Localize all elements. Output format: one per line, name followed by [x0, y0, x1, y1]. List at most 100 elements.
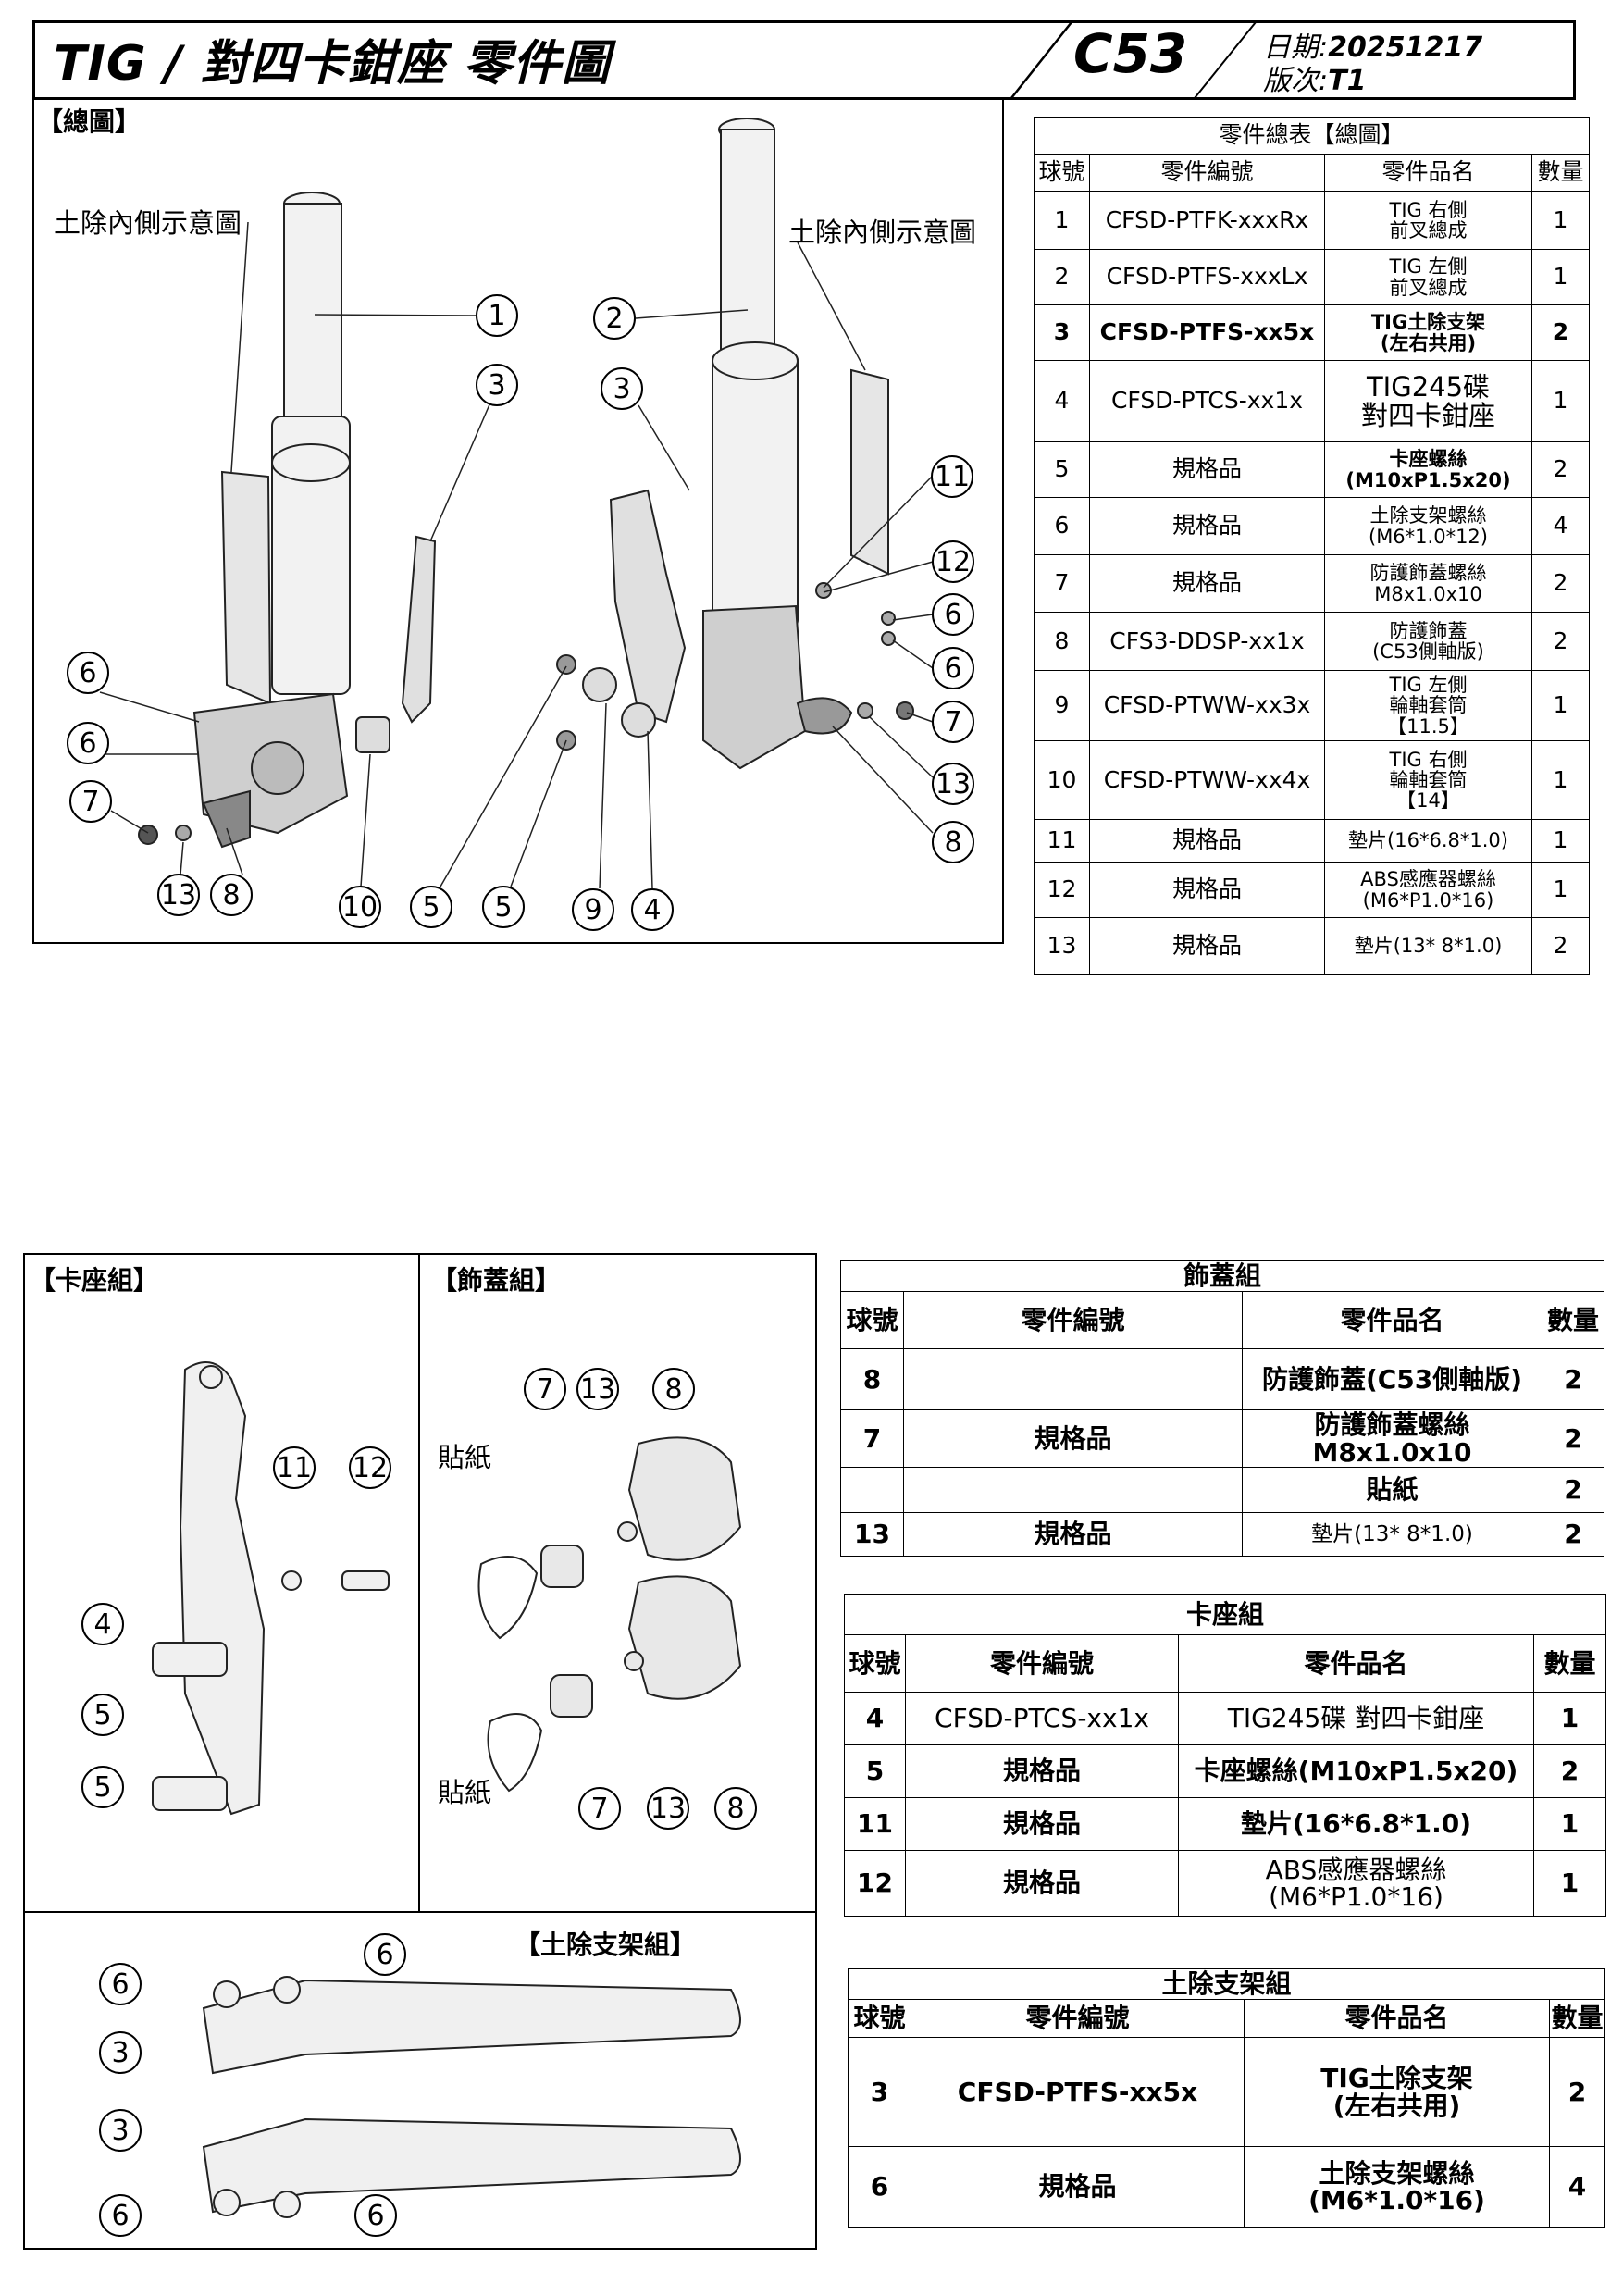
part-name: 墊片(13* 8*1.0)	[1324, 917, 1532, 975]
quantity: 1	[1530, 249, 1591, 305]
callout-bubble	[476, 294, 518, 337]
callout-number: 6	[79, 657, 96, 689]
callout-number: 7	[590, 1793, 608, 1825]
part-code: CFSD-PTFS-xxxLx	[1089, 249, 1325, 305]
callout-bubble	[99, 1963, 142, 2005]
part-code	[903, 1348, 1243, 1410]
callout-bubble	[524, 1368, 566, 1410]
fender-bracket-drawing	[202, 1976, 741, 2218]
model-code: C53	[1073, 22, 1188, 85]
callout-number: 1	[488, 300, 505, 332]
part-code: 規格品	[1089, 497, 1325, 555]
callout-bubble	[647, 1787, 689, 1830]
callout-number: 11	[277, 1452, 312, 1484]
quantity: 2	[1530, 441, 1591, 498]
title-divider	[1010, 21, 1072, 99]
part-name-line: TIG 左側	[1389, 255, 1468, 279]
ball-number: 6	[848, 2146, 911, 2228]
part-code: CFS3-DDSP-xx1x	[1089, 612, 1325, 671]
part-name-line: TIG 右側	[1389, 748, 1468, 771]
caliper-bracket-drawing	[152, 1361, 390, 1816]
ball-number: 5	[844, 1744, 906, 1798]
column-header: 零件編號	[905, 1634, 1179, 1693]
part-code: 規格品	[905, 1744, 1179, 1798]
callout-bubble	[578, 1787, 621, 1830]
part-code: 規格品	[903, 1409, 1243, 1468]
callout-number: 2	[605, 303, 623, 335]
part-name-line: (M6*P1.0*16)	[1269, 1881, 1443, 1912]
part-name-line: M8x1.0x10	[1312, 1436, 1472, 1468]
quantity: 2	[1541, 1467, 1605, 1513]
column-header: 球號	[840, 1291, 904, 1349]
ball-number: 4	[844, 1692, 906, 1745]
part-name-line: M8x1.0x10	[1374, 582, 1482, 605]
table-title: 土除支架組	[847, 1968, 1606, 2000]
cover-drawing	[477, 1436, 742, 1793]
callout-number: 5	[93, 1771, 111, 1804]
column-header: 數量	[1530, 154, 1591, 192]
ball-number: 13	[840, 1512, 904, 1557]
part-code	[903, 1467, 1243, 1513]
callout-number: 13	[935, 768, 971, 800]
callout-bubble	[476, 364, 518, 406]
part-name: 卡座螺絲(M10xP1.5x20)	[1324, 441, 1532, 498]
group-drawing-frame	[23, 1253, 817, 2250]
callout-number: 8	[222, 879, 240, 912]
part-name: 土除支架螺絲(M6*1.0*16)	[1244, 2146, 1550, 2228]
column-header: 零件編號	[903, 1291, 1243, 1349]
title-divider	[1194, 21, 1257, 99]
callout-number: 6	[944, 599, 961, 631]
table-title: 飾蓋組	[839, 1260, 1605, 1292]
table-title-row: 飾蓋組	[839, 1260, 1605, 1292]
part-name: TIG 右側前叉總成	[1324, 191, 1532, 250]
part-name-line: 防護飾蓋(C53側軸版)	[1261, 1363, 1523, 1395]
callout-bubble	[931, 455, 973, 498]
table-title: 零件總表【總圖】	[1033, 117, 1591, 155]
part-name-line: TIG 左側	[1389, 674, 1468, 697]
part-name-line: TIG245碟	[1366, 371, 1491, 403]
callout-number: 6	[376, 1939, 393, 1971]
ball-number: 12	[1034, 862, 1090, 918]
part-name-line: (左右共用)	[1380, 331, 1477, 354]
part-code: CFSD-PTCS-xx1x	[905, 1692, 1179, 1745]
document-title: TIG / 對四卡鉗座 零件圖	[54, 36, 611, 92]
quantity: 2	[1541, 1348, 1605, 1410]
table-header-row: 球號零件編號零件品名數量	[844, 1634, 1607, 1693]
callout-bubble	[210, 874, 253, 916]
callout-bubble	[576, 1368, 619, 1410]
part-name-line: TIG 右側	[1389, 198, 1468, 221]
part-name-line: 貼紙	[1366, 1474, 1419, 1506]
part-name-line: 卡座螺絲(M10xP1.5x20)	[1194, 1756, 1518, 1787]
callout-number: 13	[580, 1373, 615, 1406]
ball-number: 3	[848, 2037, 911, 2147]
callout-number: 4	[93, 1608, 111, 1641]
part-name-line: 對四卡鉗座	[1360, 399, 1495, 431]
part-name-line: 卡座螺絲	[1389, 448, 1468, 471]
part-code: 規格品	[1089, 862, 1325, 918]
table-header-row: 球號零件編號零件品名數量	[840, 1291, 1605, 1349]
part-name-line: ABS感應器螺絲	[1265, 1854, 1447, 1885]
part-name-line: 輪軸套筒	[1389, 768, 1468, 791]
callout-number: 7	[536, 1373, 553, 1406]
part-name: TIG土除支架(左右共用)	[1244, 2037, 1550, 2147]
callout-number: 12	[935, 546, 971, 578]
callout-bubble	[81, 1694, 124, 1736]
quantity: 2	[1530, 304, 1591, 361]
callout-bubble	[932, 763, 974, 805]
quantity: 1	[1530, 670, 1591, 741]
part-code: 規格品	[1089, 441, 1325, 498]
part-name-line: (左右共用)	[1332, 2090, 1461, 2121]
part-name-line: (M10xP1.5x20)	[1345, 468, 1511, 491]
callout-bubble	[410, 886, 452, 928]
callout-number: 13	[161, 879, 196, 912]
